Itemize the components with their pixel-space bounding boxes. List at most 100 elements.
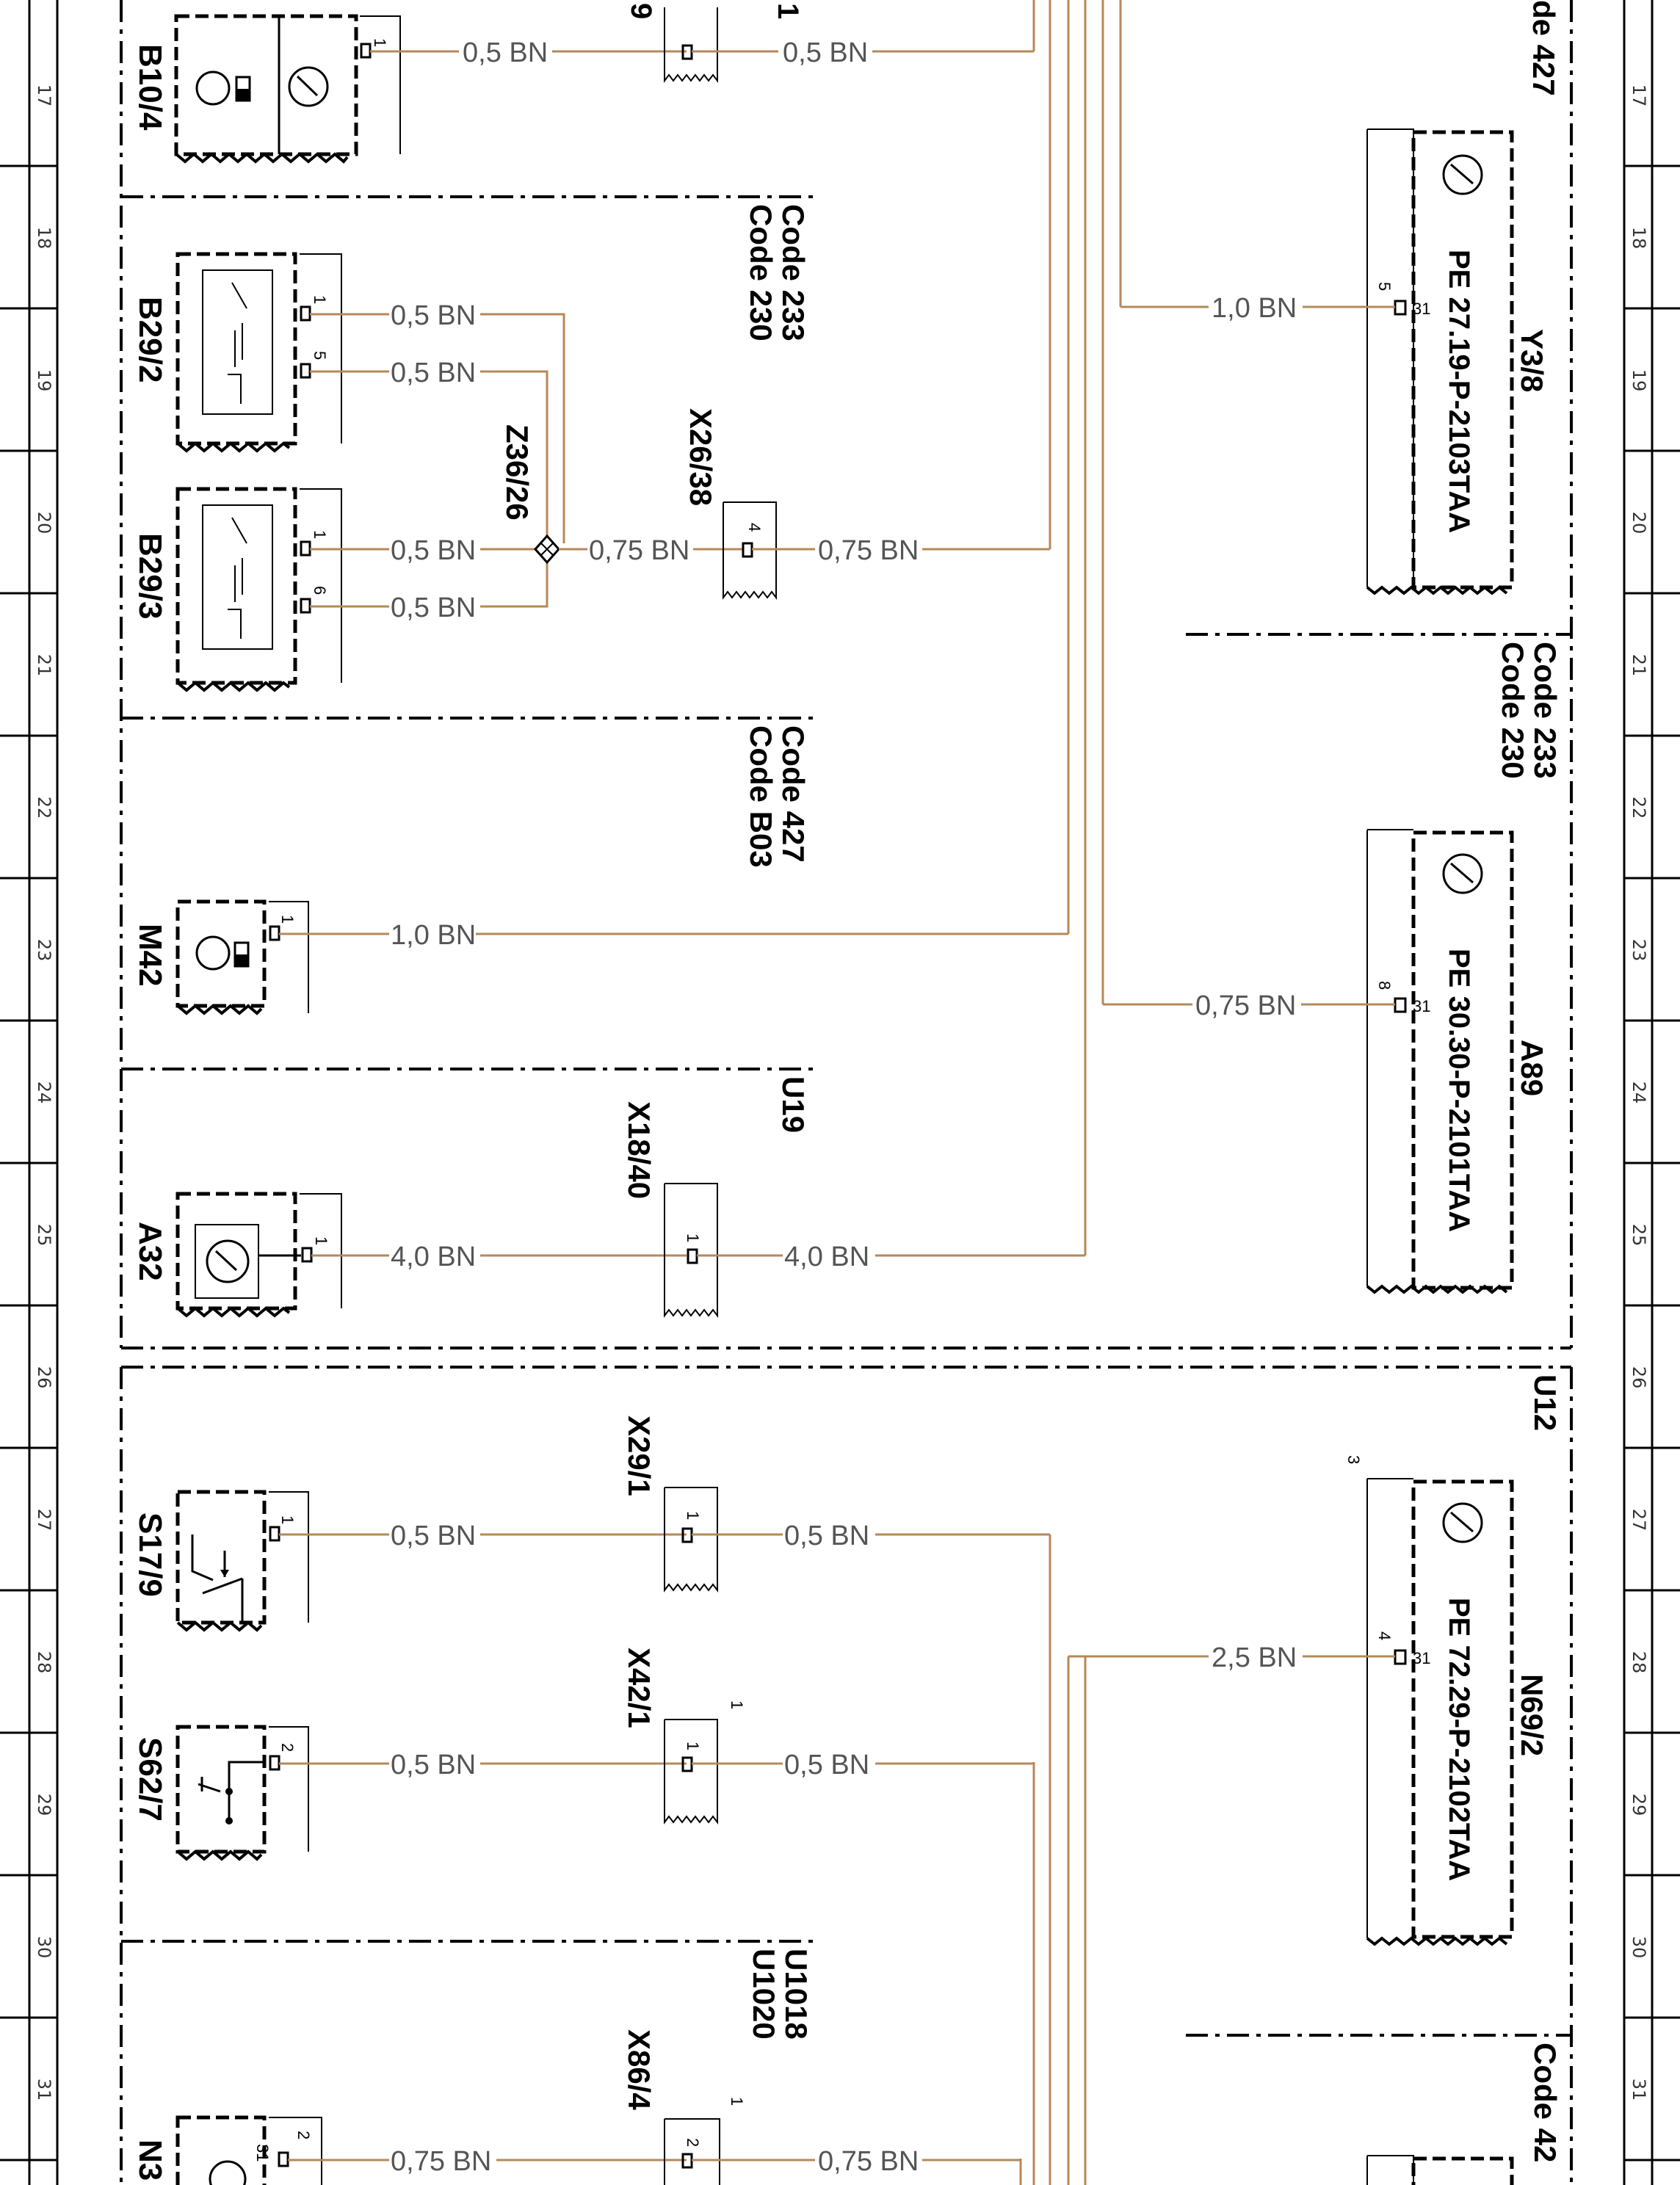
- component-b29-2: 1 5 B29/2: [132, 252, 342, 453]
- connector-x86-4: 2 1 X86/4: [622, 2029, 746, 2185]
- component-label-a89: A89: [1515, 1040, 1549, 1096]
- component-label-s17-9: S17/9: [132, 1512, 168, 1597]
- connector-x18-40: 1 X18/40: [622, 1101, 718, 1318]
- code-label-230-a: Code 230: [744, 204, 778, 341]
- grid-row-21: 21: [34, 654, 54, 677]
- connector-top-9: 9 1: [625, 3, 804, 83]
- pin-label: 31: [253, 2144, 272, 2162]
- wire-gauge-label: 0,5 BN: [391, 1521, 476, 1551]
- wire-gauge-label: 4,0 BN: [391, 1242, 476, 1272]
- pin-label: 1: [278, 915, 297, 924]
- pin-label: 1: [371, 38, 389, 47]
- code-label-427-top: de 427: [1527, 0, 1561, 96]
- grid-row-23-right: 23: [1629, 939, 1649, 962]
- component-label-m42: M42: [132, 924, 168, 987]
- code-label-u12: U12: [1528, 1374, 1563, 1431]
- component-bottom-right-partial: [1366, 2155, 1514, 2185]
- grid-row-21-right: 21: [1629, 654, 1649, 677]
- grid-row-29: 29: [34, 1794, 54, 1816]
- connector-label-x86-4: X86/4: [622, 2029, 656, 2110]
- pin-label: 1: [278, 1515, 297, 1524]
- wire-gauge-label: 0,5 BN: [391, 1750, 476, 1780]
- splice-z36-26: Z36/26: [500, 424, 561, 565]
- code-label-42-bottom: Code 42: [1528, 2043, 1563, 2162]
- grid-row-19-right: 19: [1629, 369, 1649, 392]
- component-label-s62-7: S62/7: [132, 1737, 168, 1822]
- wire-gauge-label: 0,75 BN: [1195, 990, 1296, 1021]
- splice-label-z36-26: Z36/26: [500, 424, 535, 521]
- wire-gauge-label: 0,5 BN: [784, 1750, 869, 1780]
- connector-x29-1: 1 X29/1: [622, 1416, 718, 1592]
- pin-label: 1: [728, 2097, 746, 2106]
- pin-label: 6: [311, 586, 329, 595]
- component-label-b29-3: B29/3: [132, 533, 168, 619]
- grid-row-27: 27: [34, 1509, 54, 1532]
- wire-gauge-label: 0,75 BN: [589, 535, 689, 566]
- component-label-b29-2: B29/2: [132, 297, 168, 383]
- ground-point-pe-30-30: PE 30.30-P-2101TAA: [1443, 949, 1475, 1232]
- connector-label-top-9: 9: [625, 3, 657, 19]
- grid-row-30-right: 30: [1629, 1936, 1649, 1959]
- pin-label: 1: [312, 1236, 330, 1245]
- wire-gauge-label: 2,5 BN: [1212, 1642, 1297, 1673]
- component-label-a32: A32: [132, 1222, 168, 1281]
- component-a32: 1 A32: [132, 1192, 342, 1318]
- pin-label: 1: [684, 1511, 702, 1520]
- pin-label: 1: [311, 295, 329, 304]
- grid-row-30: 30: [34, 1936, 54, 1959]
- code-label-233-b: Code 233: [1528, 642, 1563, 779]
- pin-label: 2: [278, 1743, 297, 1752]
- region-borders: [120, 0, 1573, 2185]
- grid-row-18-right: 18: [1629, 227, 1649, 250]
- code-label-u19: U19: [776, 1076, 811, 1133]
- grid-row-27-right: 27: [1629, 1509, 1649, 1532]
- component-label-y3-8: Y3/8: [1515, 329, 1549, 392]
- pin-label: 5: [311, 351, 329, 360]
- component-a89: 8 31 PE 30.30-P-2101TAA A89: [1366, 829, 1549, 1294]
- wire-gauge-label: 0,75 BN: [391, 2146, 491, 2177]
- pin-label: 4: [1375, 1631, 1394, 1640]
- pin-label: 5: [1375, 282, 1394, 291]
- grid-row-31: 31: [34, 2079, 54, 2101]
- grid-row-23: 23: [34, 939, 54, 962]
- grid-row-18: 18: [34, 227, 54, 250]
- ground-point-pe-27-19: PE 27.19-P-2103TAA: [1443, 250, 1475, 533]
- pin-label: 2: [294, 2131, 313, 2139]
- connector-label-x29-1: X29/1: [622, 1416, 656, 1496]
- code-label-u1018: U1018: [779, 1949, 814, 2040]
- pin-label: 1: [311, 530, 329, 539]
- grid-row-25: 25: [34, 1224, 54, 1247]
- wire-gauge-label: 0,5 BN: [784, 1521, 869, 1551]
- wire-gauge-label: 0,5 BN: [391, 593, 476, 623]
- pin-label: 1: [684, 1233, 702, 1242]
- component-b29-3: 1 6 B29/3: [132, 487, 342, 692]
- pin-label: 8: [1375, 981, 1394, 990]
- grid-row-29-right: 29: [1629, 1794, 1649, 1816]
- wire-gauge-label: 4,0 BN: [784, 1242, 869, 1272]
- grid-row-28: 28: [34, 1651, 54, 1674]
- wire-gauge-label: 0,5 BN: [463, 37, 548, 68]
- connector-x26-38: 4 X26/38: [684, 408, 777, 600]
- grid-row-28-right: 28: [1629, 1651, 1649, 1674]
- code-label-233-a: Code 233: [776, 204, 811, 341]
- connector-x42-1: 1 1 X42/1: [622, 1648, 746, 1825]
- component-n69-2: 3 4 31 PE 72.29-P-2102TAA N69/2: [1344, 1455, 1549, 1946]
- pin-label: 1: [728, 1700, 746, 1709]
- pin-label: 2: [684, 2138, 702, 2147]
- wire-gauge-label: 1,0 BN: [391, 920, 476, 951]
- code-label-u1020: U1020: [747, 1949, 781, 2040]
- component-label-n3x: N3: [132, 2139, 168, 2181]
- wire-gauge-label: 0,5 BN: [391, 300, 476, 331]
- grid-row-22: 22: [34, 797, 54, 819]
- connector-label-x18-40: X18/40: [622, 1101, 656, 1199]
- wire-gauge-label: 0,5 BN: [391, 535, 476, 566]
- connector-label-x42-1: X42/1: [622, 1648, 656, 1728]
- pin-label: 31: [1413, 997, 1430, 1015]
- grid-row-24-right: 24: [1629, 1081, 1649, 1104]
- component-m42: 1 M42: [132, 899, 309, 1015]
- component-b10-4: 1 B10/4: [132, 14, 401, 164]
- grid-row-20: 20: [34, 512, 54, 535]
- wire-gauge-label: 0,75 BN: [818, 2146, 919, 2177]
- wire-gauge-label: 0,75 BN: [818, 535, 919, 566]
